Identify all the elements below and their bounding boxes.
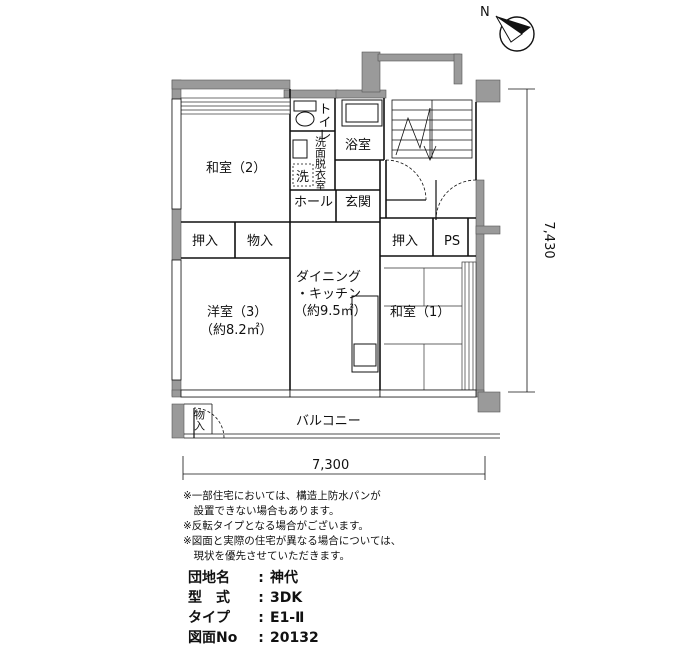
laundry-mark: 洗 — [296, 170, 309, 185]
width-dimension-line — [182, 456, 486, 480]
info-row-type: タイプ : E1-Ⅱ — [188, 608, 319, 628]
info-key: 団地名 — [188, 570, 230, 586]
note-line: ※反転タイプとなる場合がございます。 — [183, 520, 369, 532]
room-entrance: 玄関 — [345, 195, 371, 210]
info-row-complex: 団地名 : 神代 — [188, 568, 319, 588]
closet-mono-left: 物入 — [247, 234, 273, 249]
door-leaves — [193, 180, 437, 438]
washbasin-icon — [292, 139, 308, 159]
info-row-model: 型 式 : 3DK — [188, 588, 319, 608]
toilet-fixture-icon — [293, 100, 317, 127]
info-value: E1-Ⅱ — [270, 610, 305, 626]
info-value: 20132 — [270, 630, 319, 646]
tatami-pattern — [384, 261, 477, 391]
note-line: ※図面と実際の住宅が異なる場合については、 — [183, 535, 402, 547]
tatami-rail — [180, 97, 291, 115]
room-toilet: トイレ — [316, 102, 331, 141]
room-dk-line1: ダイニング — [296, 270, 361, 285]
info-separator: : — [258, 610, 264, 626]
depth-dimension: 7,430 — [541, 221, 556, 258]
staircase — [391, 99, 473, 162]
balcony-label: バルコニー — [296, 414, 361, 429]
depth-dimension-line — [508, 88, 535, 393]
room-dk-area: （約9.5㎡） — [294, 304, 367, 319]
room-washitsu-2: 和室（2） — [206, 160, 266, 176]
window-sashes — [171, 98, 477, 398]
info-key: 図面No — [188, 630, 238, 646]
room-dressing: 洗面脱衣室 — [314, 136, 327, 191]
compass-north-label: N — [480, 5, 490, 20]
interior-walls — [181, 89, 477, 392]
info-separator: : — [258, 630, 264, 646]
info-value: 3DK — [270, 590, 303, 606]
balcony-storage-label: 物入 — [193, 408, 206, 431]
info-key: タイプ — [188, 610, 230, 626]
doors — [193, 159, 477, 439]
note-line: ※一部住宅においては、構造上防水パンが — [183, 490, 381, 502]
washing-machine-box — [292, 163, 314, 187]
closet-oshiire-right: 押入 — [392, 234, 418, 249]
bathtub-icon — [341, 99, 383, 127]
notes: ※一部住宅においては、構造上防水パンが 設置できない場合もあります。 ※反転タイ… — [183, 489, 603, 564]
info-value: 神代 — [270, 570, 298, 586]
balcony-outline — [184, 403, 500, 439]
closet-oshiire-left: 押入 — [192, 234, 218, 249]
info-key: 型 式 — [188, 590, 230, 606]
room-bath: 浴室 — [345, 137, 371, 153]
note-line: 設置できない場合もあります。 — [183, 505, 340, 517]
info-row-drawing-no: 図面No : 20132 — [188, 628, 319, 648]
north-compass-icon: N — [480, 5, 535, 52]
property-info: 団地名 : 神代 型 式 : 3DK タイプ : E1-Ⅱ 図面No : 201… — [188, 568, 319, 648]
pipe-space-label: PS — [444, 234, 460, 249]
room-yoshitsu-area: （約8.2㎡） — [200, 323, 273, 338]
note-line: 現状を優先させていただきます。 — [183, 550, 350, 562]
info-separator: : — [258, 570, 264, 586]
room-hall: ホール — [294, 195, 333, 210]
room-yoshitsu-3: 洋室（3） — [207, 304, 267, 320]
room-dk-line2: ・キッチン — [296, 287, 361, 302]
width-dimension: 7,300 — [312, 458, 349, 473]
room-washitsu-1: 和室（1） — [390, 304, 450, 320]
info-separator: : — [258, 590, 264, 606]
kitchen-counter-icon — [351, 295, 379, 373]
